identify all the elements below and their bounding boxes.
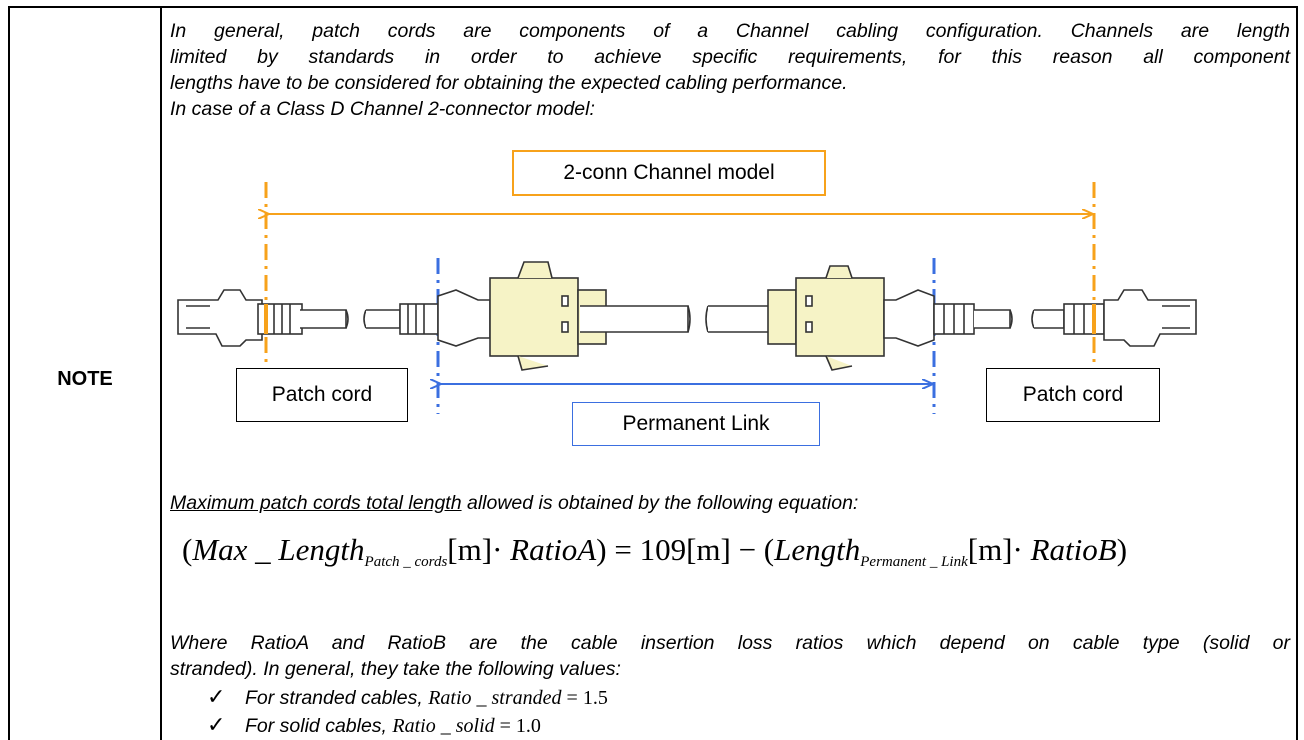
where-paragraph: Where RatioA and RatioB are the cable in… — [170, 630, 1290, 682]
bullet-solid: ✓For solid cables, Ratio _ solid = 1.0 — [207, 712, 541, 737]
equation-intro: Maximum patch cords total length allowed… — [170, 490, 1290, 516]
bullet-solid-text: For solid cables, — [245, 715, 393, 737]
where-line-2: stranded). In general, they take the fol… — [170, 658, 621, 680]
intro-line-1: In general, patch cords are components o… — [170, 20, 1290, 42]
connector-jack-right — [795, 277, 885, 357]
eq-ratio-a: RatioA — [510, 532, 597, 567]
eq-unit-1: [m] — [447, 532, 493, 567]
eq-length: Length — [774, 532, 861, 567]
bullet-stranded: ✓For stranded cables, Ratio _ stranded =… — [207, 684, 608, 709]
eq-max-length: Max _ Length — [192, 532, 365, 567]
bullet-stranded-text: For stranded cables, — [245, 687, 429, 709]
rj45-plug-right — [1103, 289, 1197, 347]
checkmark-icon: ✓ — [207, 712, 226, 737]
eq-patch-sub: Patch _ cords — [364, 554, 448, 570]
permanent-link-label: Permanent Link — [572, 402, 820, 446]
eq-unit-2: [m] — [686, 532, 731, 567]
patch-cord-label-left: Patch cord — [236, 368, 408, 422]
patch-cord-label-right: Patch cord — [986, 368, 1160, 422]
cable-assembly — [177, 261, 1197, 371]
bullet-solid-math: Ratio _ solid — [392, 715, 495, 737]
eq-unit-3: [m] — [967, 532, 1013, 567]
note-label: NOTE — [57, 368, 113, 390]
table-divider — [160, 6, 162, 740]
eq-ratio-b: RatioB — [1030, 532, 1117, 567]
equation-intro-rest: allowed is obtained by the following equ… — [461, 492, 859, 514]
max-length-equation: (Max _ LengthPatch _ cords[m]· RatioA) =… — [182, 532, 1128, 570]
where-line-1: Where RatioA and RatioB are the cable in… — [170, 632, 1290, 654]
channel-model-label: 2-conn Channel model — [512, 150, 826, 196]
cable-segment — [300, 309, 347, 329]
note-table — [8, 6, 1298, 740]
checkmark-icon: ✓ — [207, 684, 226, 709]
equation-intro-underlined: Maximum patch cords total length — [170, 492, 462, 514]
bullet-solid-value: 1.0 — [515, 715, 541, 737]
rj45-plug-left — [177, 289, 263, 347]
intro-line-4: In case of a Class D Channel 2-connector… — [170, 98, 595, 120]
eq-constant: 109 — [639, 532, 687, 567]
intro-line-3: lengths have to be considered for obtain… — [170, 72, 848, 94]
intro-paragraph: In general, patch cords are components o… — [170, 18, 1290, 122]
bullet-stranded-math: Ratio _ stranded — [428, 687, 562, 709]
cable-segment-middle — [580, 305, 689, 333]
connector-jack-left — [489, 277, 579, 357]
eq-perm-sub: Permanent _ Link — [860, 554, 968, 570]
intro-line-2: limited by standards in order to achieve… — [170, 46, 1290, 68]
bullet-stranded-value: 1.5 — [582, 687, 608, 709]
